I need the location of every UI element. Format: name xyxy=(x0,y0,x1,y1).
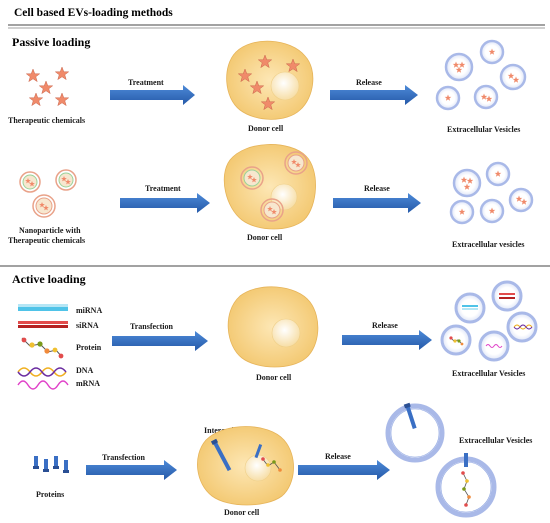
passive-row1-step-label: Treatment xyxy=(128,78,164,87)
passive-row2-cargo-line2: Therapeutic chemicals xyxy=(8,236,85,245)
donor-cell-passive-2 xyxy=(223,144,316,230)
passive-row2-cargo-line1: Nanoparticle with xyxy=(19,226,81,235)
extracellular-vesicles-active-1 xyxy=(440,280,538,362)
nanoparticles xyxy=(19,169,77,218)
donor-cell-active-2 xyxy=(197,426,294,506)
active-row2-step-label: Transfection xyxy=(102,453,146,462)
dna-icon xyxy=(17,367,67,377)
donor-cell-active-1 xyxy=(227,286,319,368)
active-row1-cell-label: Donor cell xyxy=(256,373,292,382)
passive-row2-cell-label: Donor cell xyxy=(247,233,283,242)
star-icon xyxy=(25,68,41,83)
active-row1-release-label: Release xyxy=(372,321,398,330)
donor-cell-passive-1 xyxy=(226,40,314,120)
passive-heading: Passive loading xyxy=(12,35,90,49)
active-row2-release-label: Release xyxy=(325,452,351,461)
arrow-right-icon xyxy=(333,193,421,213)
active-row1-result-label: Extracellular Vesicles xyxy=(452,369,525,378)
arrow-right-icon xyxy=(110,85,195,105)
active-heading: Active loading xyxy=(12,272,86,286)
star-icon xyxy=(38,80,54,95)
protein-icon xyxy=(21,337,64,359)
therapeutic-chemicals-stars xyxy=(25,66,70,107)
cargo-label-sirna: siRNA xyxy=(76,321,99,330)
extracellular-vesicles-passive-1 xyxy=(435,39,527,111)
mrna-icon xyxy=(17,380,69,390)
active-row1-step-label: Transfection xyxy=(130,322,174,331)
extracellular-vesicles-active-2 xyxy=(385,402,497,518)
extracellular-vesicles-passive-2 xyxy=(449,161,534,225)
passive-row2-release-label: Release xyxy=(364,184,390,193)
arrow-right-icon xyxy=(342,330,432,350)
cargo-label-mrna: mRNA xyxy=(76,379,100,388)
proteins-icon xyxy=(33,456,69,473)
arrow-right-icon xyxy=(86,460,177,480)
cargo-label-dna: DNA xyxy=(76,366,94,375)
passive-row1-release-label: Release xyxy=(356,78,382,87)
arrow-right-icon xyxy=(120,193,210,213)
passive-row2-result-label: Extracellular vesicles xyxy=(452,240,525,249)
passive-row1-cell-label: Donor cell xyxy=(248,124,284,133)
arrow-right-icon xyxy=(330,85,418,105)
mirna-icon xyxy=(18,304,68,311)
active-row2-cargo-label: Proteins xyxy=(36,490,64,499)
arrow-right-icon xyxy=(298,460,390,480)
star-icon xyxy=(54,66,70,81)
passive-row2-step-label: Treatment xyxy=(145,184,181,193)
sirna-icon xyxy=(18,321,68,328)
passive-row1-cargo-label: Therapeutic chemicals xyxy=(8,116,85,125)
diagram-title: Cell based EVs-loading methods xyxy=(14,7,173,19)
active-row2-result-label: Extracellular Vesicles xyxy=(459,436,532,445)
star-icon xyxy=(28,92,44,107)
arrow-right-icon xyxy=(112,331,208,351)
active-row2-cell-label: Donor cell xyxy=(224,508,260,517)
cargo-label-mirna: miRNA xyxy=(76,306,102,315)
star-icon xyxy=(54,92,70,107)
passive-row1-result-label: Extracellular Vesicles xyxy=(447,125,520,134)
cargo-label-protein: Protein xyxy=(76,343,102,352)
